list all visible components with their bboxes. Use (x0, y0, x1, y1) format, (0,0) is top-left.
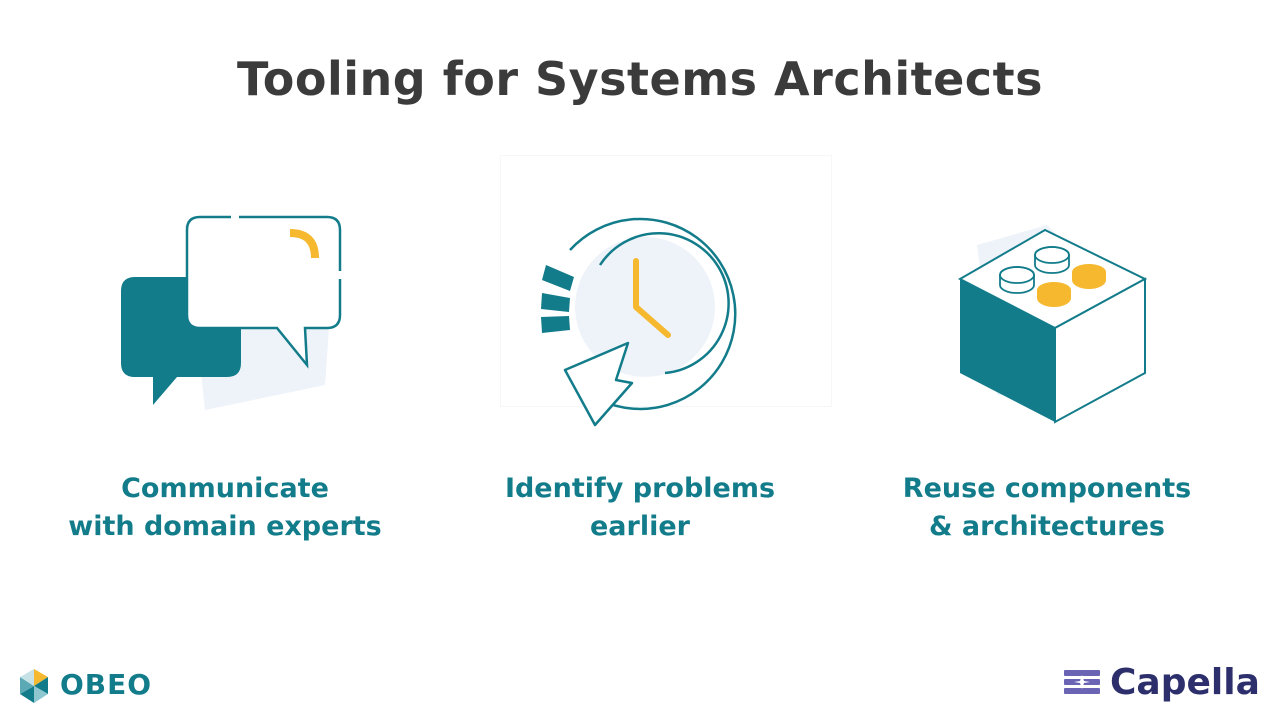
feature-caption: Reuse components & architectures (857, 470, 1237, 546)
caption-line-1: Identify problems (504, 473, 776, 504)
caption-line-2: & architectures (928, 511, 1165, 542)
obeo-wordmark: OBEO (60, 668, 153, 701)
caption-line-1: Communicate (121, 473, 329, 504)
caption-line-2: earlier (590, 511, 690, 542)
obeo-mark-icon (20, 669, 48, 703)
caption-line-2: with domain experts (68, 511, 382, 542)
capella-wordmark: Capella (1110, 662, 1260, 703)
caption-line-1: Reuse components (902, 473, 1192, 504)
speech-bubbles-icon (121, 214, 343, 410)
clock-rewind-icon (541, 217, 737, 427)
feature-caption: Communicate with domain experts (35, 470, 415, 546)
slide-title: Tooling for Systems Architects (237, 52, 1043, 106)
capella-mark-icon (1064, 670, 1100, 694)
building-block-icon (957, 225, 1148, 424)
obeo-logo: OBEO (14, 664, 174, 704)
capella-logo: Capella (1062, 662, 1262, 708)
feature-caption: Identify problems earlier (450, 470, 830, 546)
